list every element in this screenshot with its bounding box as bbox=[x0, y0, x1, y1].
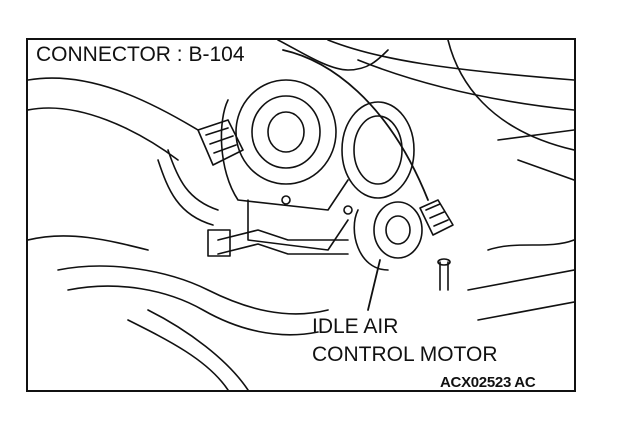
frame-line bbox=[477, 301, 574, 321]
throttle-body-outline bbox=[220, 99, 349, 211]
bolt bbox=[281, 195, 291, 205]
hose-line bbox=[67, 285, 319, 336]
engine-bay-illustration bbox=[28, 40, 574, 390]
hose-line bbox=[147, 309, 249, 390]
stud bbox=[439, 261, 449, 291]
component-label-line2: CONTROL MOTOR bbox=[312, 343, 498, 366]
iac-motor-body bbox=[373, 201, 423, 259]
tps-connector bbox=[197, 119, 244, 166]
component-label-line1: IDLE AIR bbox=[312, 315, 399, 338]
frame-line bbox=[487, 239, 574, 251]
air-intake-disc-inner bbox=[353, 115, 403, 185]
hose-line bbox=[28, 107, 179, 161]
hose-line bbox=[357, 59, 574, 111]
hose-line bbox=[277, 40, 389, 71]
iac-motor-face bbox=[385, 215, 411, 245]
bolt bbox=[343, 205, 353, 215]
hose-line bbox=[327, 40, 574, 81]
pipe bbox=[217, 229, 349, 241]
hose-line bbox=[127, 319, 229, 390]
hose-line bbox=[28, 77, 199, 131]
wire-harness bbox=[157, 159, 214, 226]
hose-line bbox=[57, 265, 329, 315]
frame-line bbox=[497, 129, 574, 141]
leader-line bbox=[367, 259, 381, 311]
connector-ribs bbox=[205, 127, 237, 154]
connector-b104 bbox=[419, 199, 454, 236]
throttle-body-inner bbox=[251, 95, 321, 169]
clamp bbox=[207, 229, 231, 257]
wire-harness bbox=[167, 149, 219, 211]
diagram-frame: CONNECTOR : B-104 IDLE AIR CONTROL MOTOR… bbox=[26, 38, 576, 392]
hose-line bbox=[28, 235, 149, 251]
stud-top bbox=[437, 258, 451, 266]
iac-mount bbox=[353, 209, 389, 271]
throttle-body-base bbox=[247, 199, 349, 251]
frame-line bbox=[447, 40, 574, 151]
air-intake-disc bbox=[341, 101, 415, 199]
connector-b104-ribs bbox=[425, 203, 449, 227]
pipe bbox=[217, 243, 349, 255]
throttle-body-housing bbox=[235, 79, 337, 185]
figure-code: ACX02523 AC bbox=[440, 374, 536, 391]
frame-line bbox=[467, 269, 574, 291]
connector-label: CONNECTOR : B-104 bbox=[34, 42, 249, 68]
connector-leader-line bbox=[282, 49, 429, 201]
throttle-body-core bbox=[267, 111, 305, 153]
frame-line bbox=[517, 159, 574, 181]
